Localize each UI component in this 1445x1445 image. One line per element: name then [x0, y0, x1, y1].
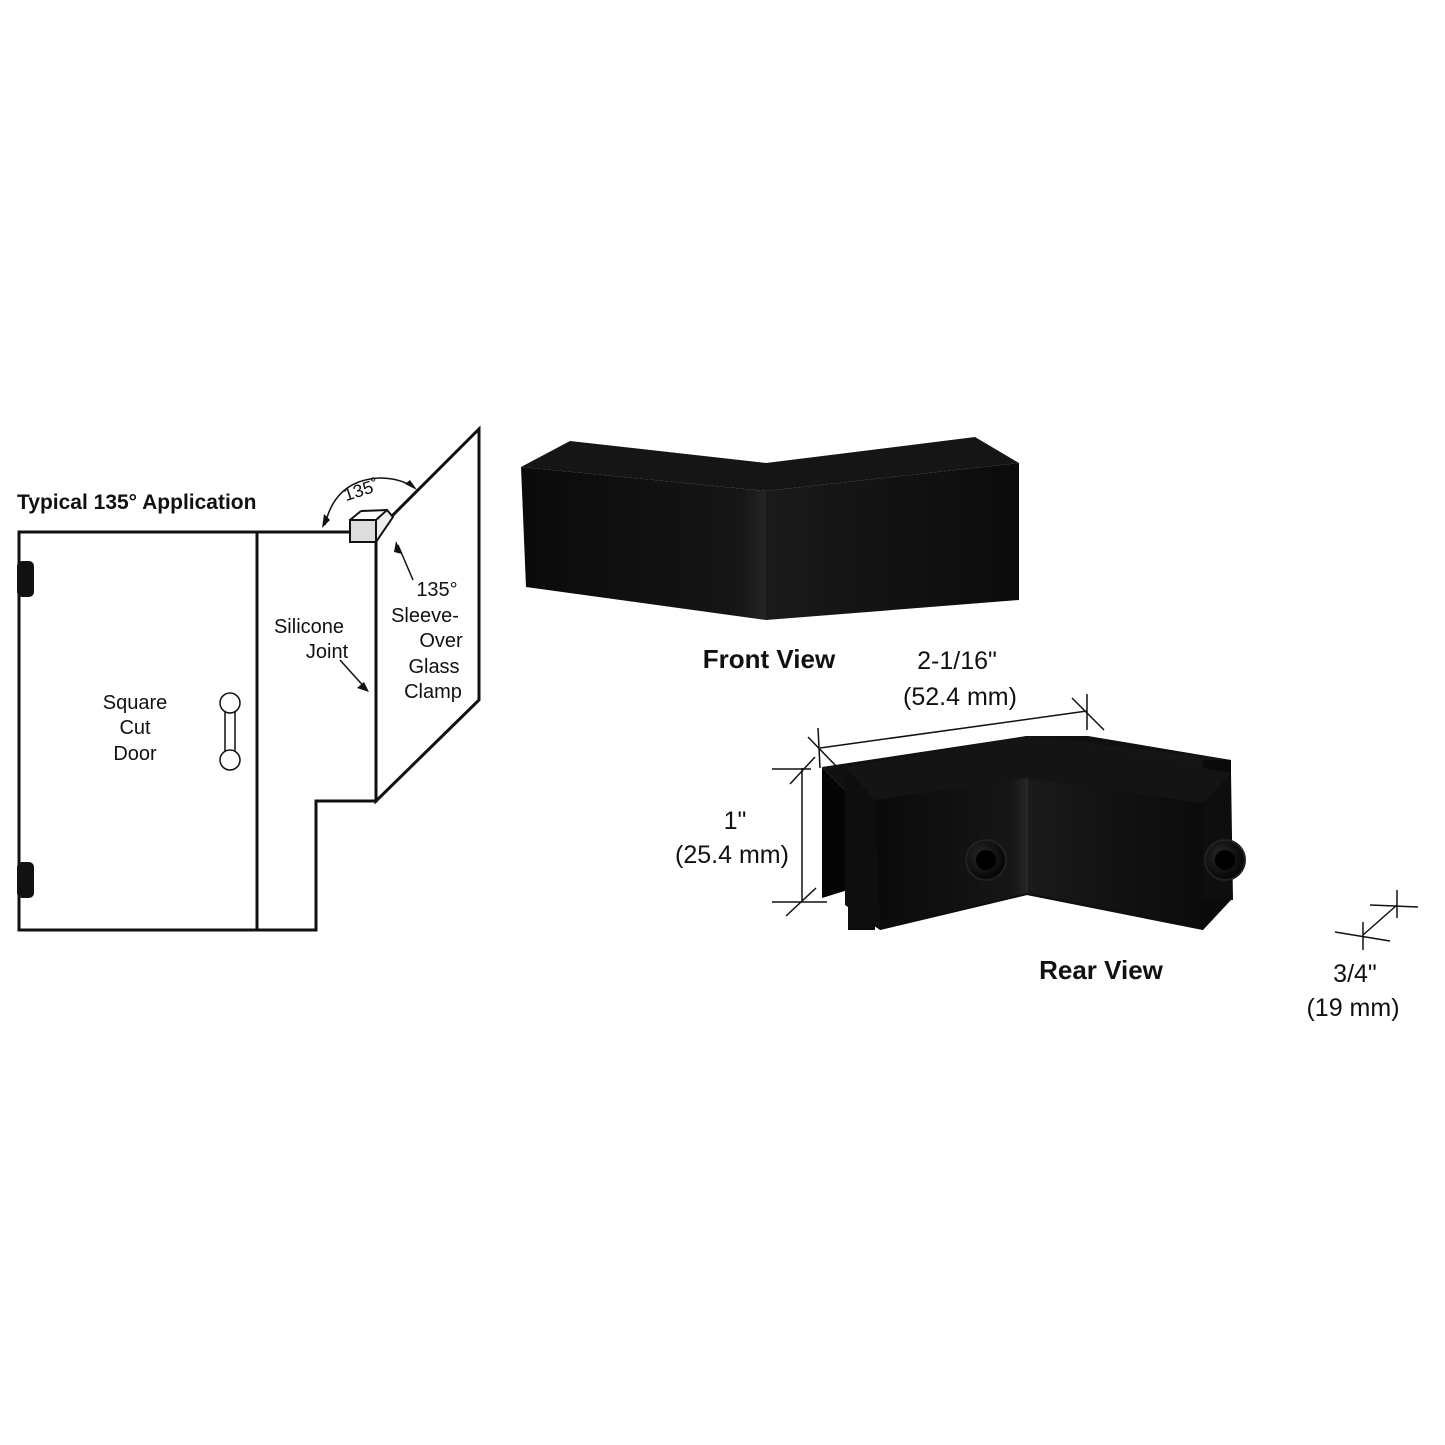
front-view-clamp: [521, 437, 1019, 620]
fixed-panel: [257, 530, 378, 932]
clamp-label-line: Glass: [408, 656, 459, 678]
door-handle-icon: [219, 692, 241, 771]
silicone-label: Silicone Joint: [274, 616, 349, 663]
height-dimension-imperial: 1": [724, 807, 747, 835]
clamp-label: 135° Sleeve- Over Glass Clamp: [391, 579, 463, 703]
depth-dimension: 3/4" (19 mm): [1306, 960, 1399, 1022]
rear-view-clamp-shape: [845, 736, 1233, 930]
arrowhead-icon: [394, 541, 402, 554]
door-label-line: Square: [103, 692, 168, 714]
clamp-label-line: Clamp: [404, 681, 462, 703]
set-screw-hole-icon: [1215, 850, 1235, 870]
arrowhead-icon: [357, 682, 369, 692]
depth-dimension-imperial: 3/4": [1333, 960, 1377, 988]
height-dimension: 1" (25.4 mm): [675, 807, 789, 869]
width-dimension-imperial: 2-1/16": [917, 647, 997, 675]
door-label: Square Cut Door: [103, 692, 168, 765]
arrowhead-icon: [322, 514, 330, 528]
door-label-line: Door: [113, 743, 157, 765]
clamp-icon: [349, 508, 395, 546]
angle-arc-icon: [324, 477, 416, 526]
set-screw-hole-icon: [976, 850, 996, 870]
angle-label: 135˚: [341, 475, 381, 505]
angled-glass-panel: [374, 425, 481, 805]
hinge-icon: [17, 561, 34, 597]
rear-view-caption: Rear View: [1039, 955, 1164, 985]
silicone-label-line: Joint: [306, 641, 349, 663]
dimension-lines: [772, 694, 1419, 950]
width-dimension: 2-1/16" (52.4 mm): [903, 647, 1017, 711]
clamp-label-line: Sleeve-: [391, 605, 459, 627]
hinge-icon: [17, 862, 34, 898]
silicone-label-line: Silicone: [274, 616, 344, 638]
arrowhead-icon: [405, 480, 417, 490]
clamp-label-line: 135°: [416, 579, 457, 601]
clamp-label-line: Over: [419, 630, 463, 652]
square-cut-door: [17, 530, 259, 932]
width-dimension-metric: (52.4 mm): [903, 683, 1017, 711]
depth-dimension-metric: (19 mm): [1306, 994, 1399, 1022]
door-label-line: Cut: [119, 717, 151, 739]
application-title: Typical 135° Application: [17, 491, 256, 514]
front-view-caption: Front View: [703, 644, 836, 674]
height-dimension-metric: (25.4 mm): [675, 841, 789, 869]
